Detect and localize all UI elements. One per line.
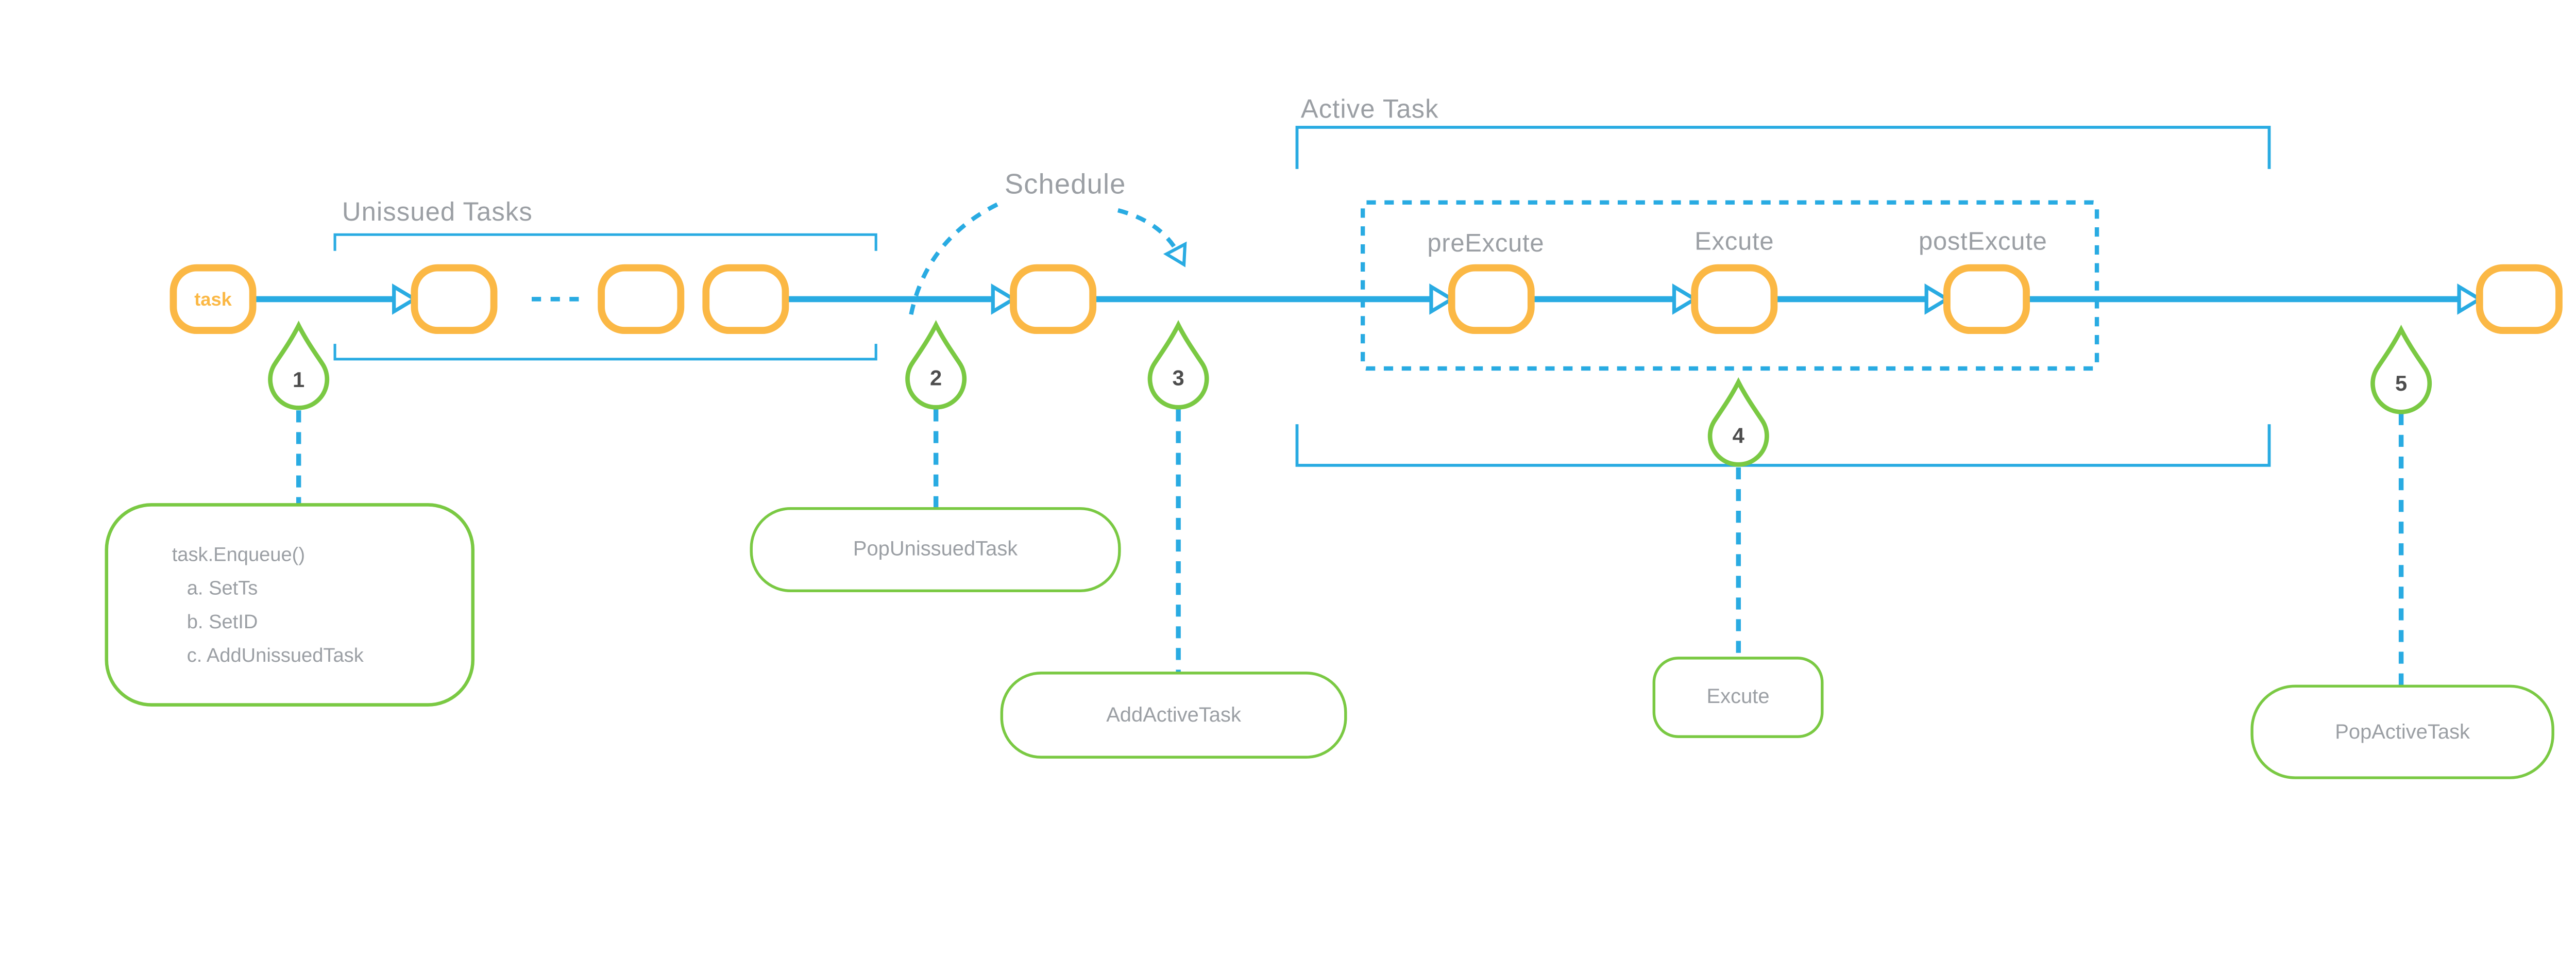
node-schedule <box>1010 264 1097 334</box>
marker-number-2: 2 <box>930 368 942 391</box>
node-final <box>2476 264 2563 334</box>
callout-enqueue-item-b: b. SetID <box>187 611 258 634</box>
node-task <box>170 264 257 334</box>
callout-pop-active-label: PopActiveTask <box>2335 721 2470 743</box>
schedule-label: Schedule <box>1004 169 1126 201</box>
active-task-bracket-bottom <box>1295 424 2271 467</box>
schedule-arc-arrowhead-icon <box>1166 244 1193 270</box>
post-excute-label: postExcute <box>1918 227 2047 256</box>
marker-number-4: 4 <box>1732 425 1744 448</box>
active-task-bracket-top <box>1295 126 2271 169</box>
unissued-tasks-bracket-bottom <box>333 344 877 361</box>
callout-box-add-active <box>1000 672 1347 759</box>
callout-enqueue-item-c: c. AddUnissuedTask <box>187 645 364 668</box>
marker-drop-1-icon <box>270 326 327 408</box>
callout-enqueue-title: task.Enqueue() <box>172 544 306 567</box>
callout-enqueue-item-a: a. SetTs <box>187 577 258 600</box>
callout-box-excute <box>1652 657 1824 738</box>
queue-ellipsis-dots <box>532 297 579 302</box>
node-excute <box>1691 264 1778 334</box>
active-task-label: Active Task <box>1300 93 1439 124</box>
marker-drop-2-icon <box>908 325 964 407</box>
active-task-dotted-frame <box>1361 200 2099 371</box>
callout-pop-unissued-label: PopUnissuedTask <box>853 538 1018 561</box>
callout-add-active-label: AddActiveTask <box>1106 704 1241 727</box>
marker-number-3: 3 <box>1172 368 1184 391</box>
marker-drop-4-icon <box>1710 382 1767 464</box>
pre-excute-label: preExcute <box>1427 228 1545 256</box>
node-queue-3 <box>702 264 789 334</box>
callout-enqueue-text: task.Enqueue() a. SetTs b. SetID c. AddU… <box>172 539 364 673</box>
callout-box-pop-unissued <box>750 507 1121 593</box>
unissued-tasks-bracket-top <box>333 233 877 251</box>
unissued-tasks-label: Unissued Tasks <box>342 196 533 226</box>
node-post-excute <box>1943 264 2030 334</box>
marker-number-5: 5 <box>2395 373 2408 396</box>
node-pre-excute <box>1448 264 1535 334</box>
callout-box-enqueue <box>105 503 475 707</box>
schedule-arc-left <box>909 200 1003 315</box>
task-node-label: task <box>194 290 232 311</box>
node-queue-1 <box>411 264 498 334</box>
marker-drop-5-icon <box>2372 330 2429 412</box>
marker-drop-3-icon <box>1150 325 1207 407</box>
excute-label: Excute <box>1694 227 1774 256</box>
callout-box-pop-active <box>2250 684 2554 779</box>
marker-number-1: 1 <box>293 369 305 392</box>
node-queue-2 <box>598 264 685 334</box>
schedule-arc-right <box>1117 208 1181 257</box>
callout-excute-label: Excute <box>1706 686 1770 709</box>
